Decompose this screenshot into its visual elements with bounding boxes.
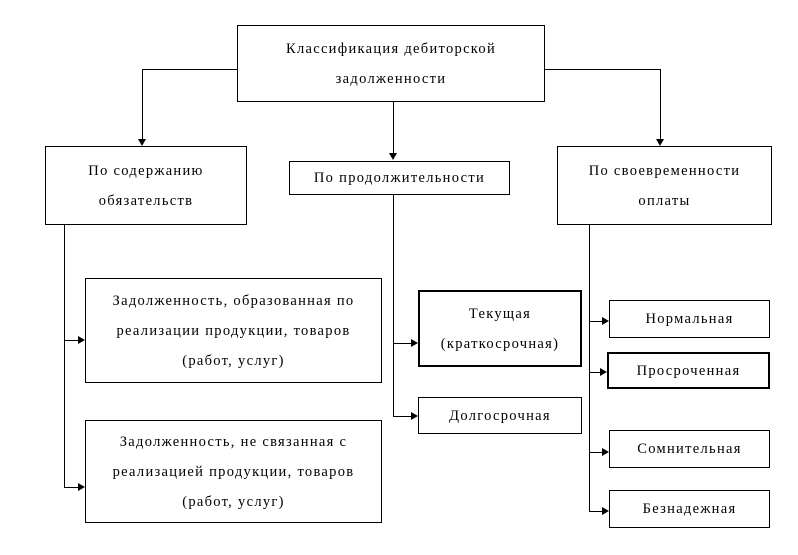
- node-label-line: Сомнительная: [637, 441, 742, 457]
- connector-timeliness-branch-4: [589, 511, 602, 512]
- arrowhead-to-timeliness-icon: [656, 139, 664, 146]
- connector-root-to-duration-v: [393, 101, 394, 153]
- connector-content-branch-1: [64, 340, 79, 341]
- arrowhead-to-content-icon: [138, 139, 146, 146]
- node-label-line: Безнадежная: [642, 501, 737, 517]
- connector-duration-drop: [393, 194, 394, 417]
- arrowhead-to-duration-icon: [389, 153, 397, 160]
- arrowhead-to-normal-icon: [602, 317, 609, 325]
- connector-root-to-content-v: [142, 69, 143, 139]
- node-label-line: Задолженность, образованная по: [112, 292, 355, 309]
- node-label-line: Текущая: [468, 305, 532, 322]
- node-label-line: обязательств: [98, 192, 194, 209]
- arrowhead-to-debt-from-sales-icon: [78, 336, 85, 344]
- connector-timeliness-drop: [589, 224, 590, 512]
- node-label-line: Классификация дебиторской: [285, 40, 497, 57]
- arrowhead-to-doubtful-icon: [602, 448, 609, 456]
- node-label-line: реализацией продукции, товаров: [112, 463, 355, 480]
- connector-timeliness-branch-1: [589, 321, 602, 322]
- arrowhead-to-overdue-icon: [600, 368, 607, 376]
- node-debt-not-from-sales: Задолженность, не связанная с реализацие…: [85, 420, 382, 523]
- node-debt-from-sales: Задолженность, образованная по реализаци…: [85, 278, 382, 383]
- node-root-classification: Классификация дебиторской задолженности: [237, 25, 545, 102]
- arrowhead-to-debt-not-from-sales-icon: [78, 483, 85, 491]
- connector-root-to-timeliness-h: [544, 69, 661, 70]
- node-label-line: (краткосрочная): [440, 335, 560, 352]
- node-by-duration: По продолжительности: [289, 161, 510, 195]
- node-label-line: По своевременности: [588, 162, 741, 179]
- connector-duration-branch-1: [393, 343, 411, 344]
- connector-timeliness-branch-3: [589, 452, 602, 453]
- node-doubtful: Сомнительная: [609, 430, 770, 468]
- arrowhead-to-current-icon: [411, 339, 418, 347]
- connector-root-to-content-h: [142, 69, 238, 70]
- node-label-line: оплаты: [638, 192, 691, 209]
- connector-content-branch-2: [64, 487, 79, 488]
- node-label-line: Нормальная: [645, 311, 734, 327]
- node-label-line: По содержанию: [88, 162, 204, 179]
- node-label-line: Просроченная: [636, 362, 741, 379]
- arrowhead-to-bad-debt-icon: [602, 507, 609, 515]
- connector-content-drop: [64, 224, 65, 488]
- connector-root-to-timeliness-v: [660, 69, 661, 139]
- node-label-line: Долгосрочная: [449, 407, 551, 424]
- node-normal: Нормальная: [609, 300, 770, 338]
- node-bad-debt: Безнадежная: [609, 490, 770, 528]
- node-overdue: Просроченная: [607, 352, 770, 389]
- node-by-timeliness: По своевременности оплаты: [557, 146, 772, 225]
- connector-timeliness-branch-2: [589, 372, 600, 373]
- node-label-line: По продолжительности: [313, 170, 486, 186]
- connector-duration-branch-2: [393, 416, 411, 417]
- node-long-term: Долгосрочная: [418, 397, 582, 434]
- node-current-short-term: Текущая (краткосрочная): [418, 290, 582, 367]
- node-label-line: (работ, услуг): [182, 493, 285, 510]
- node-label-line: задолженности: [335, 70, 447, 87]
- node-label-line: Задолженность, не связанная с: [119, 433, 348, 450]
- node-label-line: (работ, услуг): [182, 352, 285, 369]
- node-label-line: реализации продукции, товаров: [116, 322, 351, 339]
- arrowhead-to-long-term-icon: [411, 412, 418, 420]
- node-by-content: По содержанию обязательств: [45, 146, 247, 225]
